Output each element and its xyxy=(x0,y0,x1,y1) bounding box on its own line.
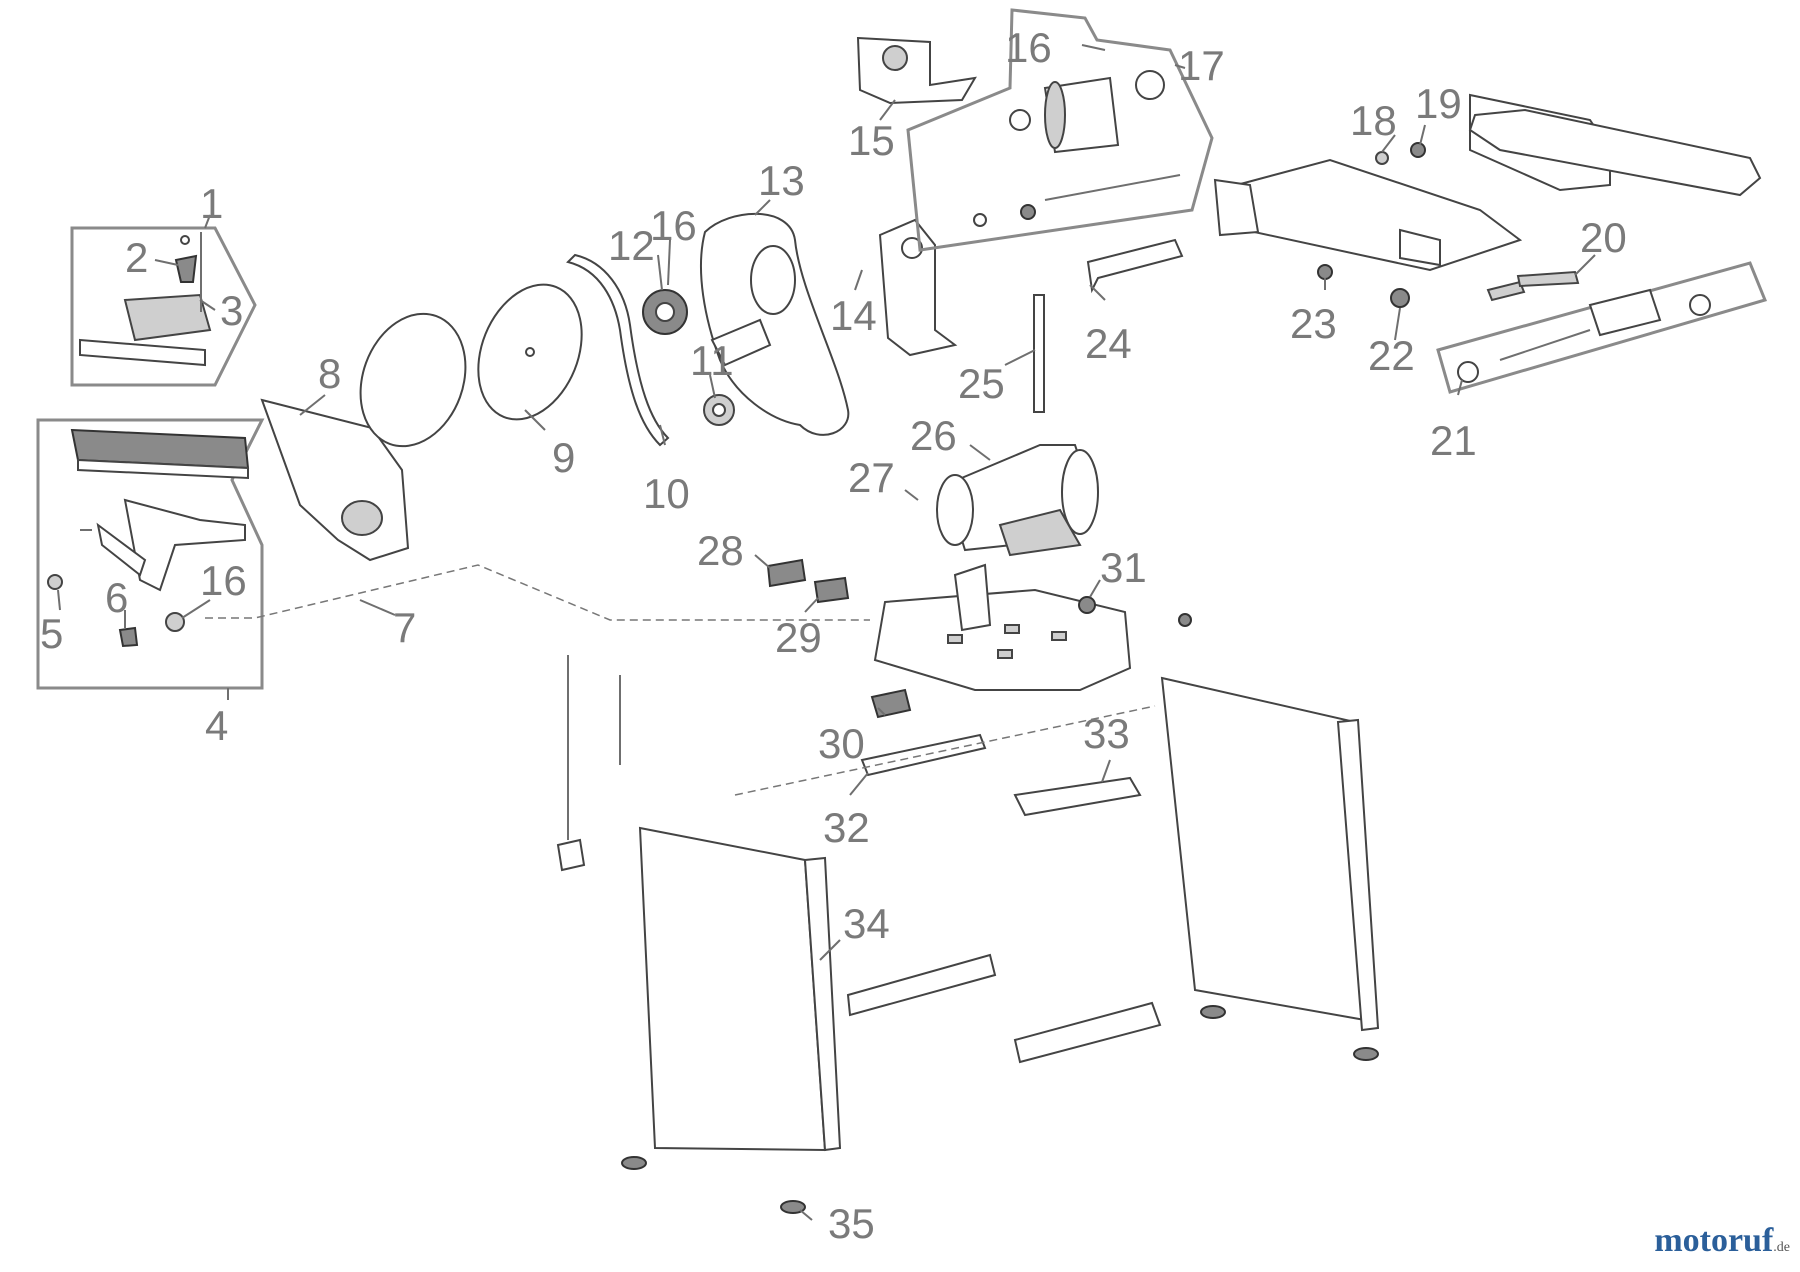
brand-tld: .de xyxy=(1773,1240,1790,1255)
label-6: 6 xyxy=(105,574,128,621)
label-17: 17 xyxy=(1178,42,1225,89)
label-35: 35 xyxy=(828,1200,875,1247)
label-24: 24 xyxy=(1085,320,1132,367)
leader-lines xyxy=(57,44,1596,1221)
label-13: 13 xyxy=(758,157,805,204)
label-8: 8 xyxy=(318,350,341,397)
label-2: 2 xyxy=(125,234,148,281)
bracket-15 xyxy=(856,36,977,105)
label-10: 10 xyxy=(643,470,690,517)
label-27: 27 xyxy=(848,454,895,501)
label-5: 5 xyxy=(40,610,63,657)
shaft-25 xyxy=(1033,294,1045,413)
label-9: 9 xyxy=(552,434,575,481)
brand-name: motoruf xyxy=(1654,1222,1774,1259)
label-32: 32 xyxy=(823,804,870,851)
motoruf-logo: motoruf.de xyxy=(1654,1222,1790,1260)
label-20: 20 xyxy=(1580,214,1627,261)
label-4: 4 xyxy=(205,702,228,749)
platen-24 xyxy=(1086,238,1184,294)
label-1: 1 xyxy=(200,180,223,227)
drive-belt xyxy=(566,253,670,447)
group-21-frame xyxy=(1436,261,1768,394)
label-7: 7 xyxy=(393,604,416,651)
switch-plate-29 xyxy=(813,576,850,604)
brace-33 xyxy=(1013,776,1142,817)
label-29: 29 xyxy=(775,614,822,661)
group-17-frame xyxy=(906,8,1214,252)
sanding-paper-disc xyxy=(359,312,467,448)
feet xyxy=(621,1005,1379,1214)
group-1-frame xyxy=(70,226,257,387)
label-33: 33 xyxy=(1083,710,1130,757)
motor-26 xyxy=(936,444,1099,557)
label-16b: 16 xyxy=(1005,24,1052,71)
label-3: 3 xyxy=(220,287,243,334)
switch-box-30 xyxy=(870,688,912,719)
sanding-belt xyxy=(1468,108,1762,197)
label-15: 15 xyxy=(848,117,895,164)
brace-lower-right xyxy=(1013,1001,1162,1064)
label-22: 22 xyxy=(1368,332,1415,379)
label-26: 26 xyxy=(910,412,957,459)
label-18: 18 xyxy=(1350,97,1397,144)
assembly-line-frame xyxy=(734,705,1156,796)
label-30: 30 xyxy=(818,720,865,767)
switch-28 xyxy=(766,558,807,588)
label-16a: 16 xyxy=(650,202,697,249)
label-19: 19 xyxy=(1415,80,1462,127)
part-labels: 1 2 3 4 5 6 16 7 8 9 10 11 12 16 13 14 1… xyxy=(40,24,1627,1247)
side-panel-right xyxy=(1160,676,1380,1032)
label-34: 34 xyxy=(843,900,890,947)
label-21: 21 xyxy=(1430,417,1477,464)
label-14: 14 xyxy=(830,292,877,339)
brace-32 xyxy=(860,733,987,777)
label-16c: 16 xyxy=(200,557,247,604)
brace-lower-left xyxy=(846,953,997,1017)
label-12: 12 xyxy=(608,222,655,269)
group-4-frame xyxy=(36,418,265,690)
label-23: 23 xyxy=(1290,300,1337,347)
label-28: 28 xyxy=(697,527,744,574)
power-cord xyxy=(556,655,621,872)
label-31: 31 xyxy=(1100,544,1147,591)
assembly-line-7 xyxy=(205,564,870,621)
label-25: 25 xyxy=(958,360,1005,407)
motor-base xyxy=(873,563,1192,691)
side-panel-34 xyxy=(638,826,842,1152)
label-11: 11 xyxy=(690,337,734,384)
